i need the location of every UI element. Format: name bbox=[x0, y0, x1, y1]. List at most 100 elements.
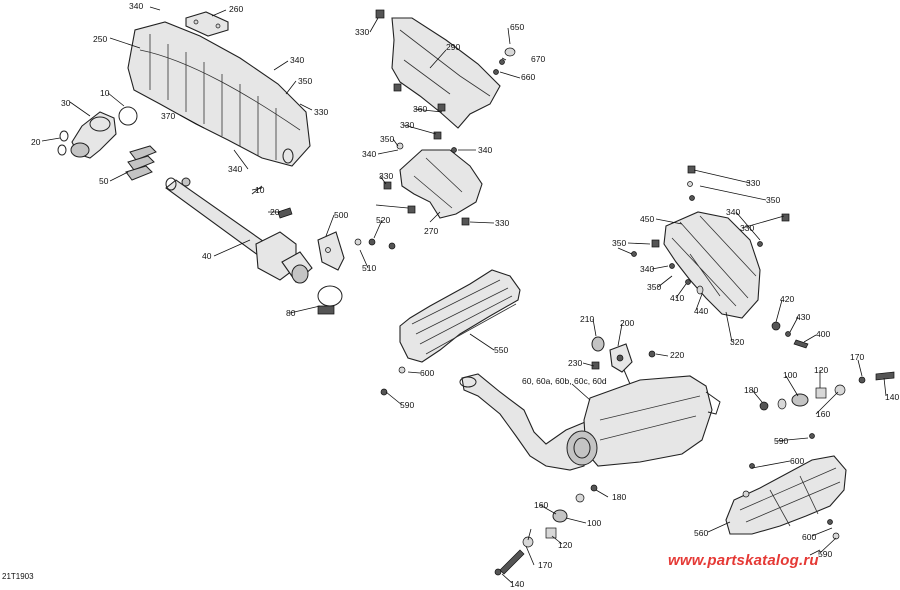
spring-20b[interactable] bbox=[277, 207, 293, 219]
callout-230: 230 bbox=[568, 358, 582, 368]
callout-500: 500 bbox=[334, 210, 348, 220]
callout-410: 410 bbox=[670, 293, 684, 303]
callout-120: 120 bbox=[558, 540, 572, 550]
callout-350: 350 bbox=[766, 195, 780, 205]
callout-120: 120 bbox=[814, 365, 828, 375]
grommet-210[interactable] bbox=[591, 336, 605, 352]
mount-hardware-lower[interactable] bbox=[494, 484, 598, 576]
callout-10: 10 bbox=[100, 88, 110, 98]
callout-360: 360 bbox=[413, 104, 427, 114]
bracket-200[interactable] bbox=[609, 343, 633, 385]
exhaust-elbow-30[interactable] bbox=[70, 111, 117, 159]
callout-430: 430 bbox=[796, 312, 810, 322]
callout-140: 140 bbox=[885, 392, 899, 402]
callout-350: 350 bbox=[612, 238, 626, 248]
callout-170: 170 bbox=[850, 352, 864, 362]
callout-340: 340 bbox=[478, 145, 492, 155]
callout-600: 600 bbox=[790, 456, 804, 466]
callout-180: 180 bbox=[612, 492, 626, 502]
watermark-link[interactable]: www.partskatalog.ru bbox=[668, 552, 819, 569]
callout-600: 600 bbox=[420, 368, 434, 378]
callout-510: 510 bbox=[362, 263, 376, 273]
callout-330: 330 bbox=[355, 27, 369, 37]
callout-330: 330 bbox=[740, 223, 754, 233]
callout-590: 590 bbox=[400, 400, 414, 410]
gasket-ring-10[interactable] bbox=[118, 106, 138, 126]
heat-shield-560[interactable] bbox=[725, 455, 847, 535]
heat-shield-250[interactable] bbox=[127, 21, 311, 167]
callout-350: 350 bbox=[380, 134, 394, 144]
springs-50[interactable] bbox=[125, 145, 157, 181]
diagram-reference-code: 21T1903 bbox=[2, 572, 34, 581]
callout-340: 340 bbox=[129, 1, 143, 11]
bracket-500[interactable] bbox=[317, 231, 345, 271]
callout-290: 290 bbox=[446, 42, 460, 52]
callout-40: 40 bbox=[202, 251, 212, 261]
fasteners-560-group[interactable] bbox=[742, 433, 840, 540]
heat-shield-290[interactable] bbox=[391, 17, 501, 129]
callout-340: 340 bbox=[228, 164, 242, 174]
heat-shield-320[interactable] bbox=[663, 211, 761, 319]
callout-50: 50 bbox=[99, 176, 109, 186]
callout-220: 220 bbox=[670, 350, 684, 360]
callout-440: 440 bbox=[694, 306, 708, 316]
callout-670: 670 bbox=[531, 54, 545, 64]
callout-200: 200 bbox=[620, 318, 634, 328]
callout-520: 520 bbox=[376, 215, 390, 225]
hardware-650-670-660[interactable] bbox=[493, 47, 516, 75]
callout-560: 560 bbox=[694, 528, 708, 538]
fasteners-320-group[interactable] bbox=[631, 165, 809, 349]
callout-180: 180 bbox=[744, 385, 758, 395]
callout-330: 330 bbox=[495, 218, 509, 228]
fasteners-270-group[interactable] bbox=[383, 131, 470, 226]
exhaust-pipe-40[interactable] bbox=[165, 177, 313, 284]
callout-400: 400 bbox=[816, 329, 830, 339]
callout-140: 140 bbox=[510, 579, 524, 589]
spring-10b[interactable] bbox=[251, 185, 263, 195]
callout-650: 650 bbox=[510, 22, 524, 32]
callout-labels: 340 260 250 340 350 330 10 30 370 20 340… bbox=[31, 1, 899, 589]
callout-340: 340 bbox=[362, 149, 376, 159]
fastener-330-top[interactable] bbox=[375, 9, 385, 19]
callout-600: 600 bbox=[802, 532, 816, 542]
seal-20[interactable] bbox=[57, 130, 69, 156]
callout-60: 60, 60a, 60b, 60c, 60d bbox=[522, 376, 607, 386]
callout-30: 30 bbox=[61, 98, 71, 108]
callout-250: 250 bbox=[93, 34, 107, 44]
callout-340: 340 bbox=[290, 55, 304, 65]
callout-590: 590 bbox=[818, 549, 832, 559]
heat-shield-270[interactable] bbox=[399, 149, 483, 219]
fasteners-360[interactable] bbox=[393, 83, 446, 112]
callout-170: 170 bbox=[538, 560, 552, 570]
callout-10: 10 bbox=[255, 185, 265, 195]
callout-340: 340 bbox=[726, 207, 740, 217]
hardware-520-510[interactable] bbox=[354, 238, 396, 250]
callout-160: 160 bbox=[534, 500, 548, 510]
clamp-80[interactable] bbox=[317, 285, 343, 315]
callout-270: 270 bbox=[424, 226, 438, 236]
callout-160: 160 bbox=[816, 409, 830, 419]
callout-20: 20 bbox=[270, 207, 280, 217]
callout-340: 340 bbox=[640, 264, 654, 274]
callout-330: 330 bbox=[379, 171, 393, 181]
callout-590: 590 bbox=[774, 436, 788, 446]
callout-80: 80 bbox=[286, 308, 296, 318]
callout-550: 550 bbox=[494, 345, 508, 355]
bolt-220[interactable] bbox=[648, 350, 656, 358]
callout-100: 100 bbox=[783, 370, 797, 380]
callout-330: 330 bbox=[400, 120, 414, 130]
callout-330: 330 bbox=[314, 107, 328, 117]
muffler-60[interactable] bbox=[459, 373, 721, 471]
callout-330: 330 bbox=[746, 178, 760, 188]
heat-shield-550[interactable] bbox=[399, 269, 521, 363]
bracket-260[interactable] bbox=[185, 11, 229, 37]
leader-lines bbox=[41, 6, 887, 584]
callout-450: 450 bbox=[640, 214, 654, 224]
callout-420: 420 bbox=[780, 294, 794, 304]
mount-hardware-right[interactable] bbox=[759, 371, 895, 411]
fasteners-550-group[interactable] bbox=[380, 366, 406, 396]
callout-100: 100 bbox=[587, 518, 601, 528]
callout-260: 260 bbox=[229, 4, 243, 14]
callout-370: 370 bbox=[161, 111, 175, 121]
